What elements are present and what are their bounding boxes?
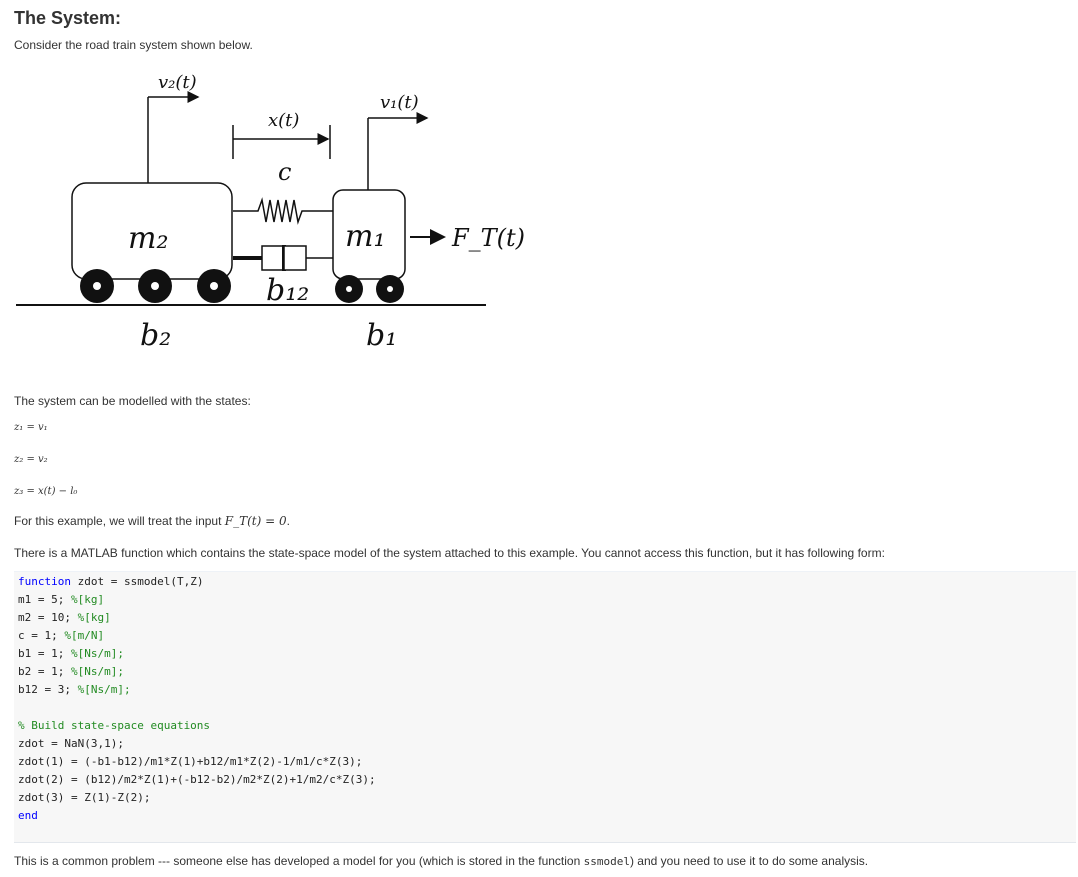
footer-text: This is a common problem --- someone els… (14, 854, 869, 868)
label-m1: m₁ (345, 219, 385, 254)
code-line-build-comment: % Build state-space equations (18, 719, 211, 732)
code-line-zdot2: zdot(2) = (b12)/m2*Z(1)+(-b12-b2)/m2*Z(2… (18, 773, 376, 786)
label-x: x(t) (268, 110, 299, 131)
road-train-figure: v₂(t) v₁(t) x(t) c m₂ m₁ F_T(t) b₁₂ b₂ b… (16, 72, 525, 353)
code-line-zdot1: zdot(1) = (-b1-b12)/m1*Z(1)+b12/m1*Z(2)-… (18, 755, 363, 768)
wheels-m1 (335, 275, 404, 303)
label-b1: b₁ (366, 318, 397, 353)
label-force: F_T(t) (451, 224, 525, 252)
label-m2: m₂ (128, 221, 168, 256)
code-line-m2: m2 = 10; %[kg] (18, 611, 111, 624)
state-z3: z₃ = x(t) − l₀ (14, 486, 78, 497)
intro-text: Consider the road train system shown bel… (14, 38, 253, 52)
code-line-c: c = 1; %[m/N] (18, 629, 105, 642)
footer-code: ssmodel (583, 855, 630, 868)
label-b12: b₁₂ (266, 273, 309, 308)
code-line-b1: b1 = 1; %[Ns/m]; (18, 647, 124, 660)
matlab-description: There is a MATLAB function which contain… (14, 546, 885, 560)
mass-m1-body (332, 189, 406, 280)
damper-b12 (233, 245, 333, 271)
label-b2: b₂ (140, 318, 171, 353)
label-v2: v₂(t) (158, 72, 197, 93)
state-z1: z₁ = v₁ (14, 422, 48, 433)
code-line-end: end (18, 809, 38, 822)
states-intro: The system can be modelled with the stat… (14, 394, 251, 408)
label-v1: v₁(t) (380, 92, 419, 113)
code-line-zdot-init: zdot = NaN(3,1); (18, 737, 124, 750)
label-c: c (278, 158, 291, 186)
input-math: F_T(t) = 0 (224, 514, 287, 528)
code-block: function zdot = ssmodel(T,Z) m1 = 5; %[k… (14, 571, 1076, 843)
code-line-function: function zdot = ssmodel(T,Z) (18, 575, 204, 588)
section-heading: The System: (14, 8, 122, 28)
input-statement: For this example, we will treat the inpu… (14, 514, 290, 528)
wheels-m2 (80, 269, 231, 303)
spring-c (233, 197, 333, 225)
state-z2: z₂ = v₂ (14, 454, 48, 465)
code-line-b12: b12 = 3; %[Ns/m]; (18, 683, 131, 696)
code-line-zdot3: zdot(3) = Z(1)-Z(2); (18, 791, 151, 804)
code-line-b2: b2 = 1; %[Ns/m]; (18, 665, 124, 678)
code-line-m1: m1 = 5; %[kg] (18, 593, 105, 606)
